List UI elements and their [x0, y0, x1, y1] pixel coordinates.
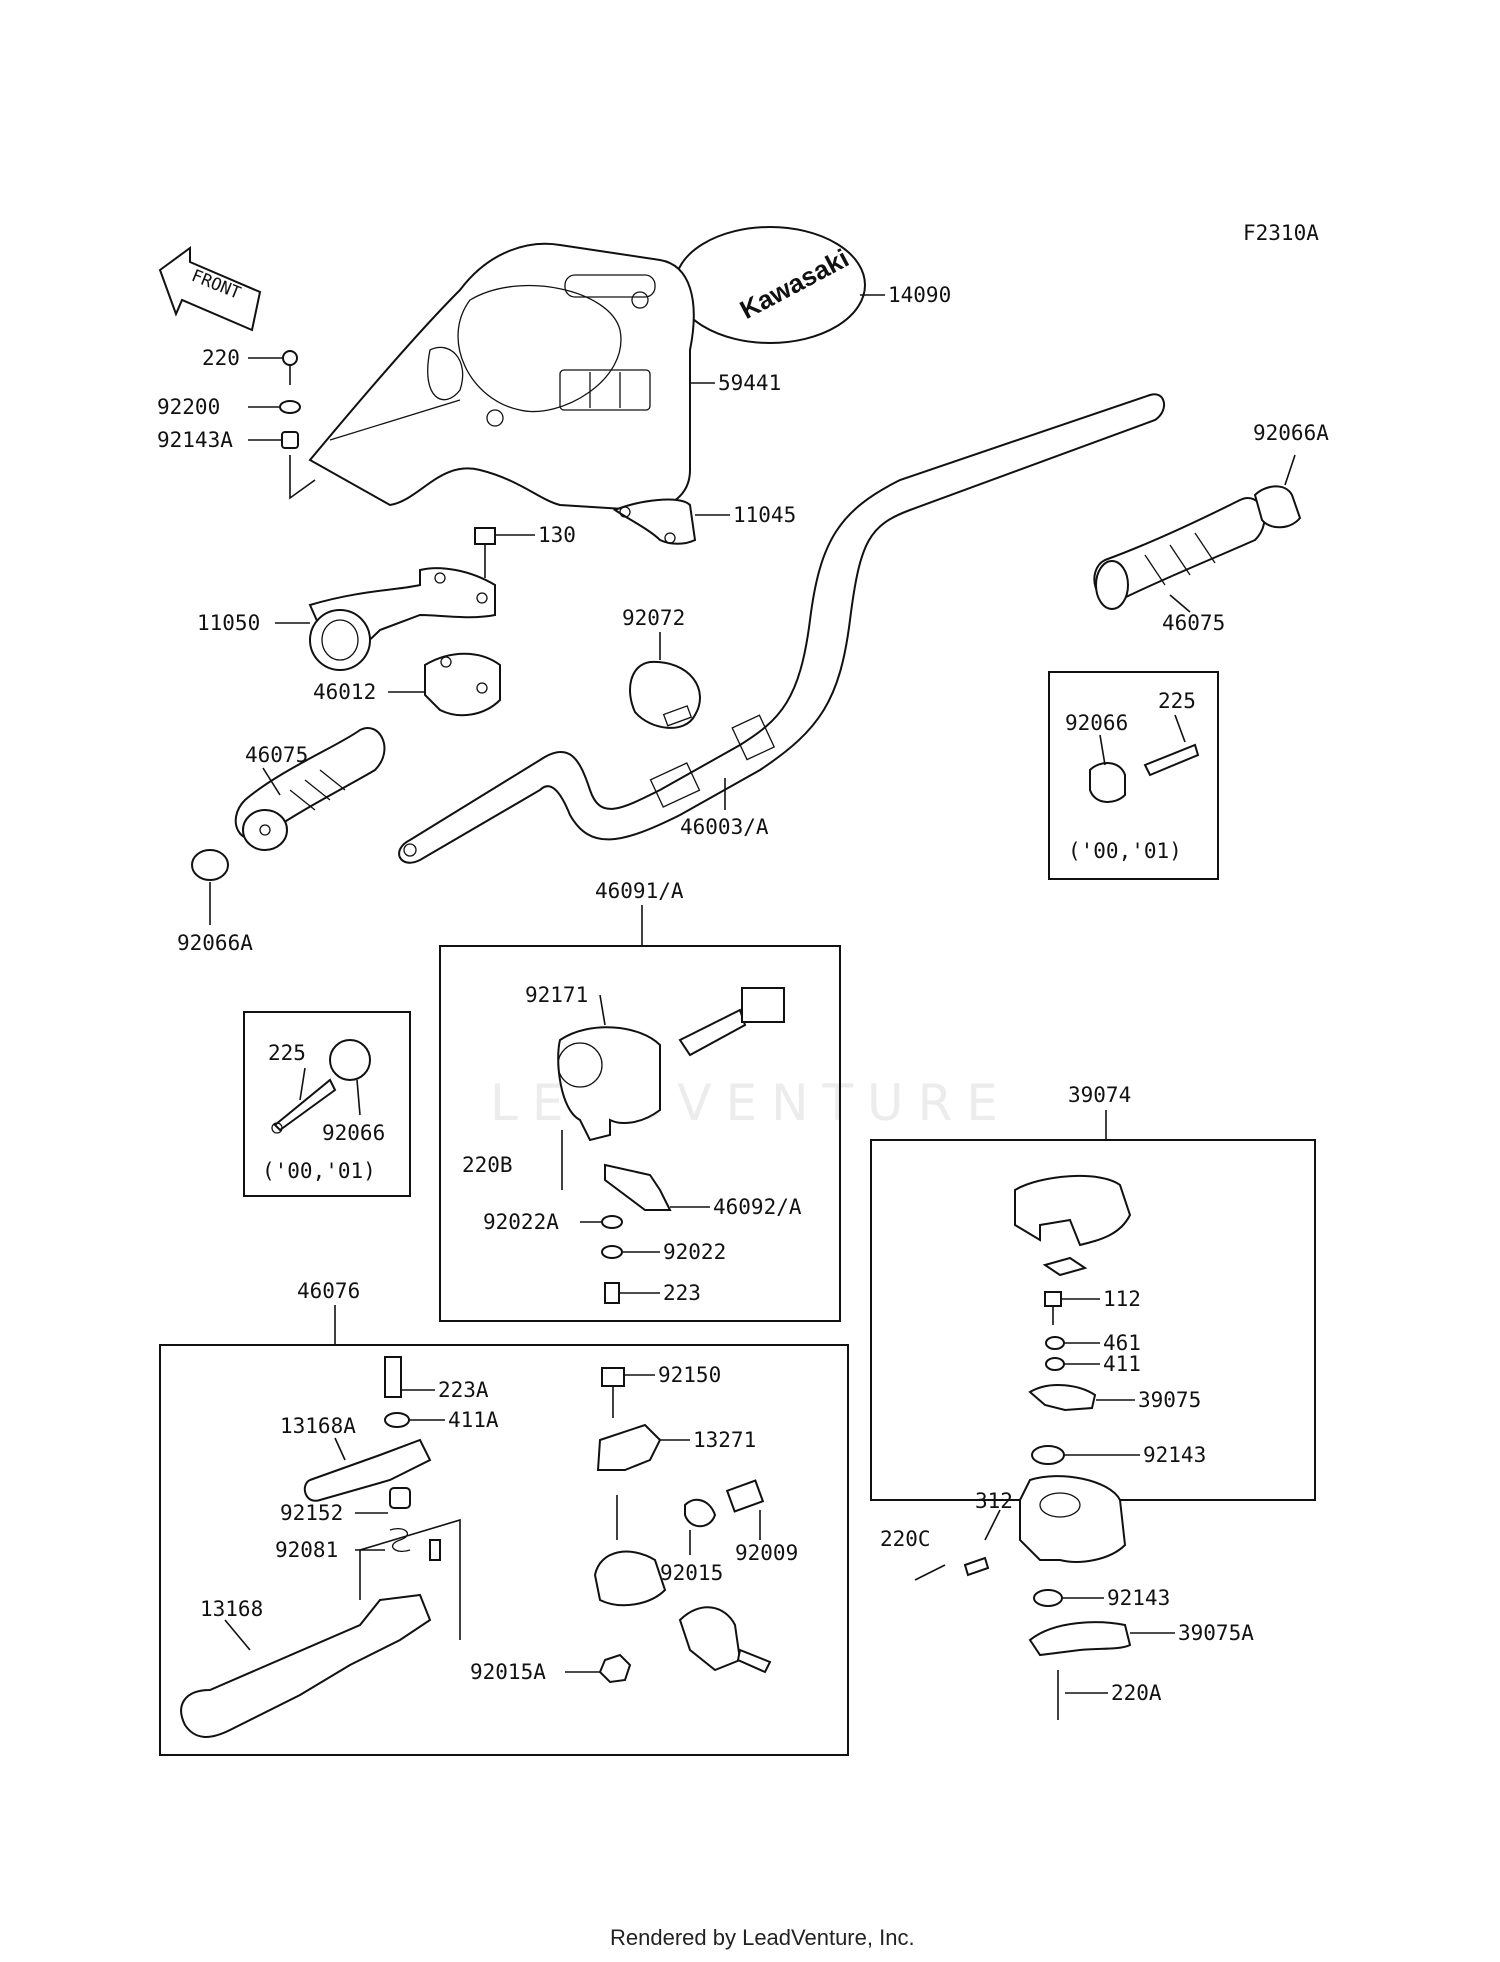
inset-right-225: 225: [1158, 689, 1196, 713]
label-92009: 92009: [735, 1541, 798, 1565]
inset-right-92066: 92066: [1065, 711, 1128, 735]
label-39075: 39075: [1138, 1388, 1201, 1412]
label-92015: 92015: [660, 1561, 723, 1585]
label-46091A: 46091/A: [595, 879, 684, 903]
label-92143A: 92143A: [157, 428, 233, 452]
label-46075-right: 46075: [1162, 611, 1225, 635]
label-92143-top: 92143: [1143, 1443, 1206, 1467]
inset-right-note: ('00,'01): [1068, 839, 1182, 863]
band-92072: [629, 660, 701, 729]
meter-cover-59441: [308, 242, 695, 512]
label-92066A-right: 92066A: [1253, 421, 1329, 445]
inset-left-225: 225: [268, 1041, 306, 1065]
emblem-14090: Kawasaki: [674, 226, 866, 344]
label-92015A: 92015A: [470, 1660, 546, 1684]
label-92150: 92150: [658, 1363, 721, 1387]
endcap-92066A-left: [191, 849, 229, 881]
bracket-11045: [612, 498, 697, 545]
label-59441: 59441: [718, 371, 781, 395]
label-92081: 92081: [275, 1538, 338, 1562]
label-223: 223: [663, 1281, 701, 1305]
bolt-130: [474, 527, 496, 578]
grip-46075-left: [234, 727, 386, 851]
label-220C: 220C: [880, 1527, 931, 1551]
label-112: 112: [1103, 1287, 1141, 1311]
label-13271: 13271: [693, 1428, 756, 1452]
label-13168A: 13168A: [280, 1414, 356, 1438]
endcap-92066A-right: [1253, 485, 1302, 529]
label-411: 411: [1103, 1352, 1141, 1376]
label-92022A: 92022A: [483, 1210, 559, 1234]
screw-220: [282, 350, 298, 385]
switch-assembly-box: 46091/A 92171 220B 46092/A 92022A 92022 …: [439, 879, 841, 1322]
label-92022: 92022: [663, 1240, 726, 1264]
grip-46075-right: [1093, 497, 1266, 610]
label-92072: 92072: [622, 606, 685, 630]
label-46003A: 46003/A: [680, 815, 769, 839]
cable-39075A: [1028, 1621, 1132, 1657]
label-92152: 92152: [280, 1501, 343, 1525]
label-130: 130: [538, 523, 576, 547]
label-220A: 220A: [1111, 1681, 1162, 1705]
label-92143-bottom: 92143: [1107, 1586, 1170, 1610]
diagram-code: F2310A: [1243, 221, 1319, 245]
footer-credit: Rendered by LeadVenture, Inc.: [610, 1925, 915, 1950]
label-11050: 11050: [197, 611, 260, 635]
label-46092A: 46092/A: [713, 1195, 802, 1219]
label-46076: 46076: [297, 1279, 360, 1303]
nut-312: [963, 1556, 990, 1577]
label-13168: 13168: [200, 1597, 263, 1621]
label-92066A-left: 92066A: [177, 931, 253, 955]
washer-92200: [279, 400, 301, 414]
label-39074: 39074: [1068, 1083, 1131, 1107]
label-92200: 92200: [157, 395, 220, 419]
label-46075-left: 46075: [245, 743, 308, 767]
front-arrow-icon: FRONT: [158, 246, 262, 332]
inset-left-note: ('00,'01): [262, 1159, 376, 1183]
label-39075A: 39075A: [1178, 1621, 1254, 1645]
label-11045: 11045: [733, 503, 796, 527]
throttle-box: 39074 112 461 411 39075 92143: [870, 1083, 1316, 1501]
handlebar-46003A: [398, 393, 1165, 864]
label-46012: 46012: [313, 680, 376, 704]
holder-11050: [308, 567, 496, 671]
inset-left-92066: 92066: [322, 1121, 385, 1145]
inset-right: 92066 225 ('00,'01): [1048, 671, 1219, 880]
label-220B: 220B: [462, 1153, 513, 1177]
label-14090: 14090: [888, 283, 951, 307]
collar-92143A: [281, 431, 299, 449]
seal-92143-bottom: [1033, 1589, 1063, 1607]
label-223A: 223A: [438, 1378, 489, 1402]
clamp-46012: [424, 652, 501, 717]
inset-left: 225 92066 ('00,'01): [243, 1011, 411, 1197]
label-92171: 92171: [525, 983, 588, 1007]
label-461: 461: [1103, 1331, 1141, 1355]
label-220: 220: [202, 346, 240, 370]
label-312: 312: [975, 1489, 1013, 1513]
lever-assembly-box: 46076 223A 411A 13168A 92152 92081 13168…: [159, 1279, 849, 1756]
throttle-housing: [1019, 1475, 1127, 1563]
label-411A: 411A: [448, 1408, 499, 1432]
